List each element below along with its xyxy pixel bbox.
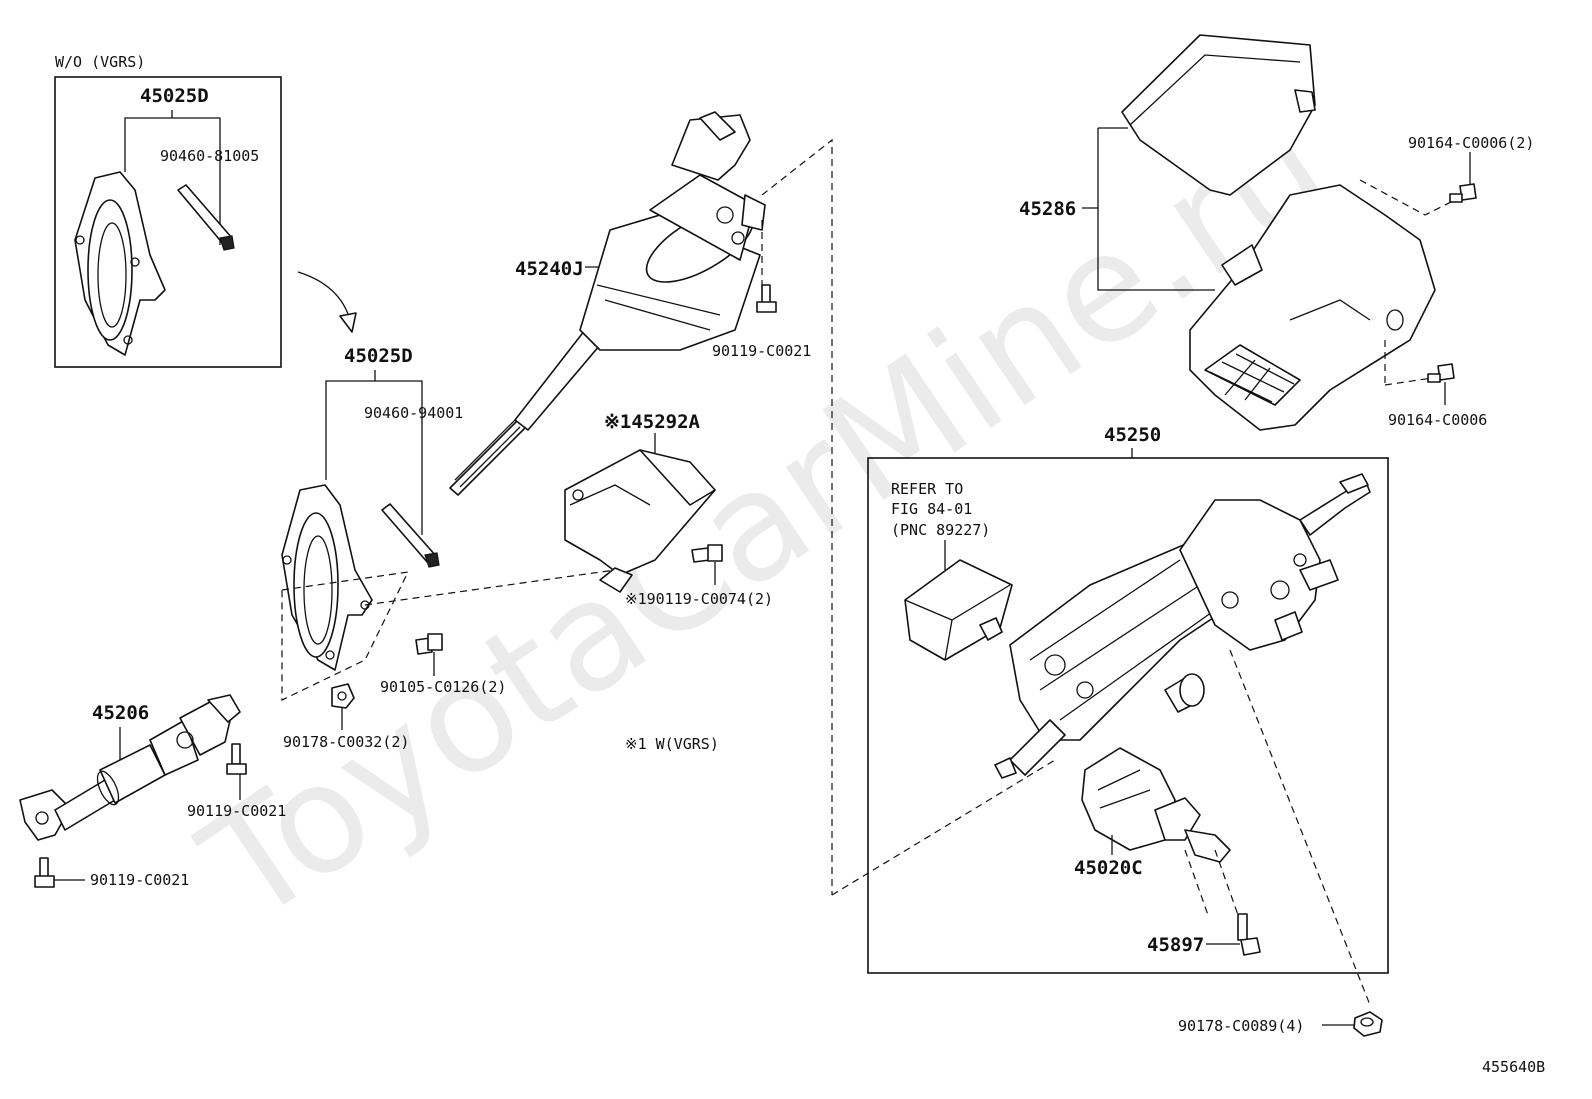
upper-column-cover-icon [1121, 34, 1316, 196]
curved-arrow-icon [297, 271, 351, 321]
bolt-90119-C0074-icon [691, 544, 723, 563]
part-label-45025D-mid[interactable]: 45025D [344, 345, 413, 367]
bolt-90105-C0126-icon [415, 633, 443, 655]
bolt-90119-C0021-icon [756, 284, 777, 313]
figure-code: 455640B [1482, 1058, 1545, 1076]
screw-90164-C0006-2-icon [1449, 183, 1477, 203]
clip-90460-81005-icon [177, 184, 235, 251]
part-label-90178-C0032[interactable]: 90178-C0032(2) [283, 733, 409, 751]
dust-seal-plate-icon [74, 171, 166, 356]
inset-box-without-vgrs [54, 76, 282, 368]
part-label-45250[interactable]: 45250 [1104, 424, 1161, 446]
part-label-90178-C0089[interactable]: 90178-C0089(4) [1178, 1017, 1304, 1035]
note-without-vgrs: W/O (VGRS) [55, 53, 145, 71]
part-label-145292A[interactable]: ※145292A [604, 411, 701, 433]
tilt-motor-icon [904, 559, 1013, 661]
screw-90164-C0006-icon [1427, 363, 1455, 383]
steering-column-box [867, 457, 1389, 974]
part-label-90119-C0021-c[interactable]: 90119-C0021 [90, 871, 189, 889]
part-label-45286[interactable]: 45286 [1019, 198, 1076, 220]
part-label-45025D-top[interactable]: 45025D [140, 85, 209, 107]
dust-seal-plate-icon [281, 484, 373, 671]
lower-column-cover-icon [1189, 184, 1436, 431]
note-with-vgrs: ※1 W(VGRS) [625, 735, 719, 753]
note-refer-to-line2: FIG 84-01 [891, 500, 972, 518]
part-label-45240J[interactable]: 45240J [515, 258, 584, 280]
part-label-90119-C0021-b[interactable]: 90119-C0021 [187, 802, 286, 820]
part-label-90460-81005[interactable]: 90460-81005 [160, 147, 259, 165]
part-label-90164-C0006-2[interactable]: 90164-C0006(2) [1408, 134, 1534, 152]
part-label-45897[interactable]: 45897 [1147, 934, 1204, 956]
nut-90178-C0089-icon [1353, 1011, 1383, 1037]
part-label-90119-C0074[interactable]: ※190119-C0074(2) [625, 590, 773, 608]
lock-housing-45020C-icon [1081, 747, 1231, 863]
cover-145292A-icon [564, 449, 716, 593]
part-label-45206[interactable]: 45206 [92, 702, 149, 724]
bolt-90119-C0021-c-icon [34, 857, 55, 888]
part-label-45020C[interactable]: 45020C [1074, 857, 1143, 879]
part-label-90164-C0006[interactable]: 90164-C0006 [1388, 411, 1487, 429]
part-label-90119-C0021-a[interactable]: 90119-C0021 [712, 342, 811, 360]
bolt-90119-C0021-b-icon [226, 743, 247, 775]
note-refer-to-line3: (PNC 89227) [891, 521, 990, 539]
steering-column-assembly-icon [994, 473, 1371, 779]
part-label-90105-C0126[interactable]: 90105-C0126(2) [380, 678, 506, 696]
note-refer-to-line1: REFER TO [891, 480, 963, 498]
bolt-45897-icon [1237, 913, 1261, 956]
intermediate-shaft-icon [449, 111, 766, 496]
part-label-90460-94001[interactable]: 90460-94001 [364, 404, 463, 422]
clip-90460-94001-icon [381, 503, 440, 568]
yoke-shaft-45206-icon [19, 694, 241, 841]
nut-90178-C0032-icon [331, 683, 355, 709]
